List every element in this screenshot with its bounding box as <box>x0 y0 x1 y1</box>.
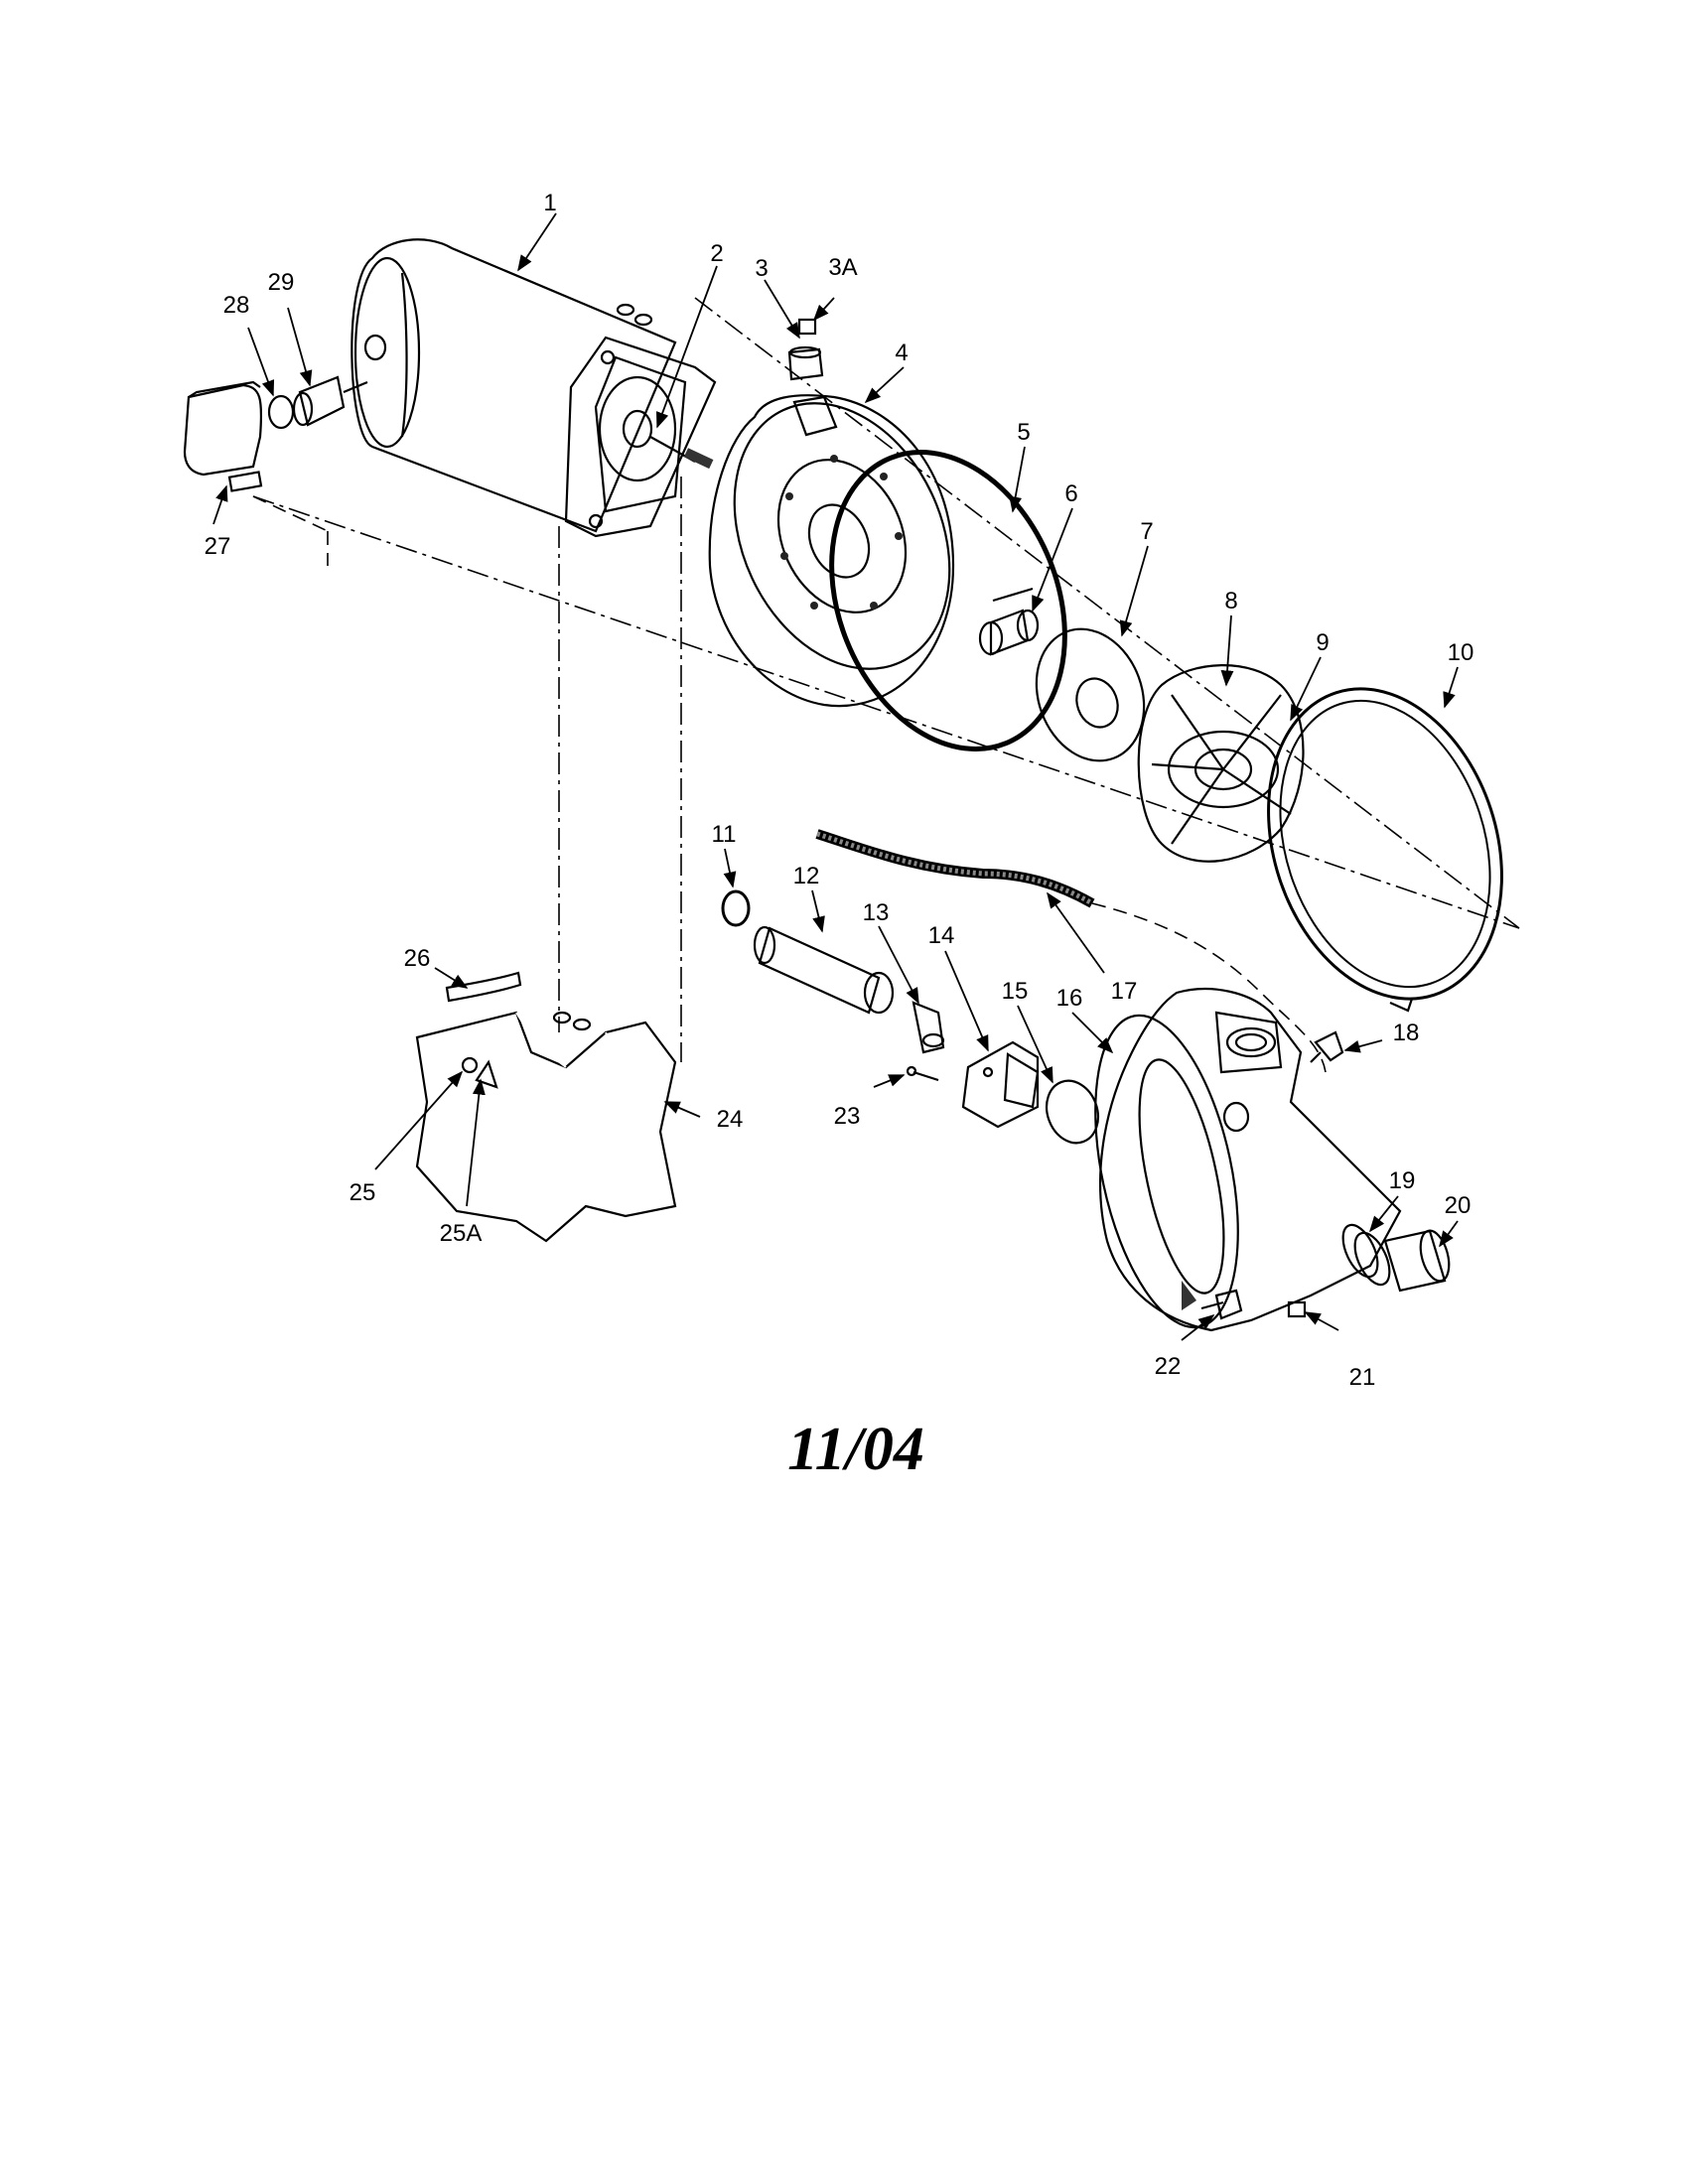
callout-29: 29 <box>268 269 295 296</box>
assembly-axis-lines <box>252 297 1520 1073</box>
callout-10: 10 <box>1448 639 1474 666</box>
date-stamp: 11/04 <box>787 1416 924 1483</box>
pad-26 <box>445 971 522 1003</box>
nozzle-13 <box>912 1001 945 1054</box>
base-screws <box>552 1011 592 1031</box>
o-ring-5 <box>829 449 1067 752</box>
elbow-fitting-18 <box>1310 1030 1344 1063</box>
callout-28: 28 <box>223 292 250 319</box>
screw-23 <box>906 1065 939 1082</box>
callout-2: 2 <box>710 240 723 267</box>
callout-6: 6 <box>1064 480 1077 507</box>
callout-14: 14 <box>928 922 955 949</box>
leader-lines <box>212 212 1459 1341</box>
cover-plate-14 <box>961 1040 1040 1129</box>
callout-15: 15 <box>1002 978 1029 1005</box>
drain-valve-22 <box>1200 1289 1243 1320</box>
o-rings-19 <box>1341 1223 1391 1287</box>
tube-17 <box>815 829 1095 908</box>
shaft-seal-6 <box>978 587 1040 656</box>
callout-labels: 1 2 3 3A 4 5 6 7 8 9 10 11 12 13 14 15 1… <box>205 190 1474 1391</box>
callout-12: 12 <box>793 863 820 889</box>
callout-22: 22 <box>1155 1353 1182 1380</box>
callout-19: 19 <box>1389 1167 1416 1194</box>
venturi-12 <box>753 925 895 1015</box>
callout-5: 5 <box>1017 419 1030 446</box>
callout-3A: 3A <box>828 254 857 281</box>
callout-25: 25 <box>350 1179 376 1206</box>
screw-25 <box>461 1056 479 1074</box>
callout-20: 20 <box>1445 1192 1472 1219</box>
cap-20 <box>1383 1229 1451 1293</box>
callout-27: 27 <box>205 533 231 560</box>
callout-8: 8 <box>1224 588 1237 614</box>
callout-25A: 25A <box>440 1220 483 1247</box>
plug-21 <box>1287 1300 1307 1318</box>
callout-1: 1 <box>543 190 556 216</box>
base-24 <box>415 1011 677 1243</box>
clamp-ring-10 <box>1267 687 1503 1013</box>
diffuser-8 <box>1137 664 1305 863</box>
switch-box <box>183 380 263 492</box>
callout-18: 18 <box>1393 1020 1420 1046</box>
adapter-29 <box>292 375 368 427</box>
callout-11: 11 <box>712 821 737 848</box>
label-25A <box>475 1059 498 1089</box>
callout-9: 9 <box>1316 629 1329 656</box>
pump-body-16 <box>1094 987 1402 1332</box>
fitting-3 <box>787 345 824 381</box>
callout-26: 26 <box>404 945 431 972</box>
plug-3A <box>797 318 817 336</box>
impeller-7 <box>1035 627 1146 762</box>
callout-21: 21 <box>1349 1364 1376 1391</box>
callout-23: 23 <box>834 1103 861 1130</box>
motor <box>351 238 717 538</box>
callout-16: 16 <box>1056 985 1083 1012</box>
callout-4: 4 <box>895 340 908 366</box>
o-ring-11 <box>721 889 751 927</box>
o-ring-28 <box>267 394 295 430</box>
seal-plate-4 <box>708 394 955 708</box>
callout-7: 7 <box>1140 518 1153 545</box>
callout-3: 3 <box>755 255 768 282</box>
callout-13: 13 <box>863 899 890 926</box>
callout-17: 17 <box>1111 978 1138 1005</box>
callout-24: 24 <box>717 1106 744 1133</box>
